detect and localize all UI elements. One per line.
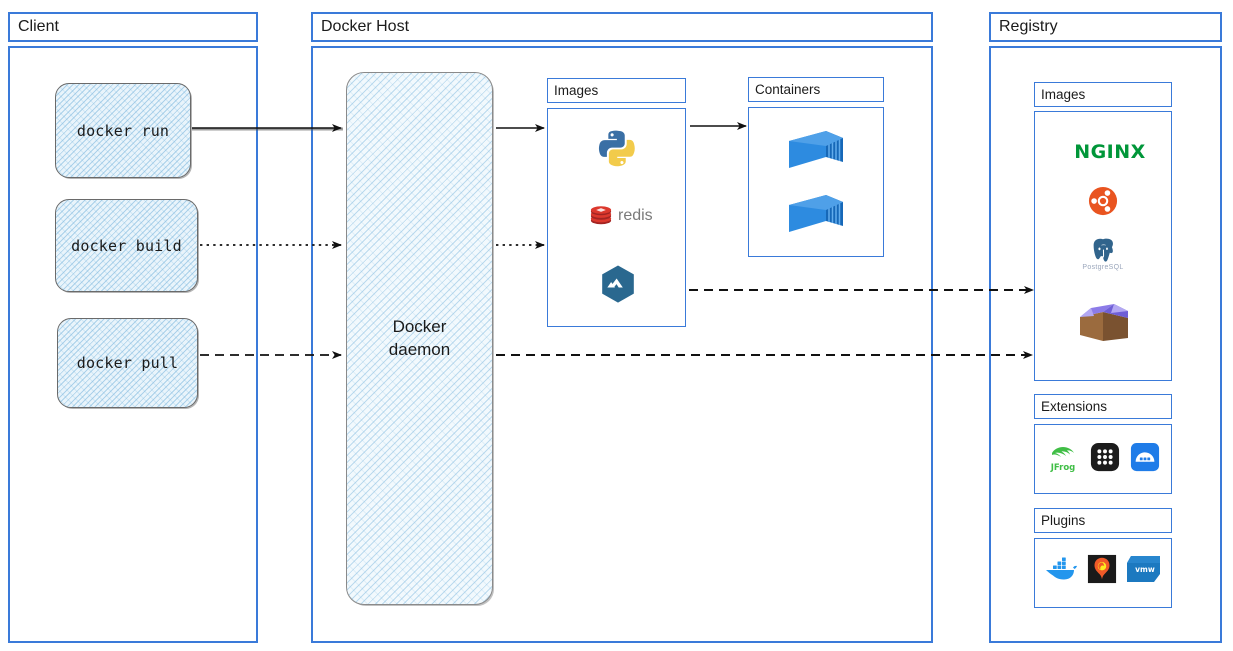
svg-text:vmw: vmw: [1135, 565, 1155, 574]
command-label-docker-pull: docker pull: [76, 354, 179, 372]
svg-text:JFrog: JFrog: [1050, 463, 1076, 473]
docker-daemon-label-line1: Docker: [392, 316, 447, 336]
panel-title-host-images: Images: [547, 78, 686, 103]
docker-whale-icon: [1042, 553, 1080, 587]
lane-title-docker-host: Docker Host: [311, 12, 933, 42]
grid-apps-icon: [1089, 441, 1121, 473]
lane-title-client-label: Client: [18, 18, 59, 35]
redis-label: redis: [618, 207, 653, 224]
panel-title-plugins: Plugins: [1034, 508, 1172, 533]
lane-title-registry-label: Registry: [999, 18, 1058, 35]
ubuntu-icon: [1086, 184, 1120, 218]
jfrog-icon: JFrog: [1045, 441, 1081, 477]
open-box-icon: [1075, 297, 1133, 347]
postgresql-label: PostgreSQL: [1082, 264, 1124, 271]
shipping-container-icon: [786, 127, 846, 175]
nginx-label: NGINX: [1074, 141, 1146, 163]
panel-title-containers: Containers: [748, 77, 884, 102]
nginx-icon: NGINX: [1070, 141, 1150, 163]
docker-daemon-box[interactable]: Docker daemon: [346, 72, 493, 605]
lane-title-client: Client: [8, 12, 258, 42]
panel-title-containers-label: Containers: [755, 81, 821, 97]
command-box-docker-build[interactable]: docker build: [55, 199, 198, 292]
vmware-icon: vmw: [1124, 553, 1164, 585]
grafana-icon: [1086, 553, 1118, 585]
command-box-docker-pull[interactable]: docker pull: [57, 318, 198, 408]
postgresql-icon: PostgreSQL: [1078, 235, 1128, 279]
docker-daemon-label-line2: daemon: [388, 339, 451, 359]
panel-title-plugins-label: Plugins: [1041, 512, 1086, 528]
command-label-docker-run: docker run: [76, 121, 170, 140]
command-label-docker-build: docker build: [71, 236, 182, 255]
panel-title-extensions: Extensions: [1034, 394, 1172, 419]
panel-body-containers: [748, 107, 884, 257]
panel-title-extensions-label: Extensions: [1041, 398, 1108, 414]
shipping-container-icon: [786, 191, 846, 239]
panel-title-registry-images-label: Images: [1041, 86, 1086, 102]
redis-icon: redis: [589, 203, 689, 229]
panel-title-host-images-label: Images: [554, 82, 599, 98]
lane-title-registry: Registry: [989, 12, 1222, 42]
panel-title-registry-images: Images: [1034, 82, 1172, 107]
command-box-docker-run[interactable]: docker run: [55, 83, 191, 178]
lane-title-docker-host-label: Docker Host: [321, 18, 410, 35]
disk-usage-icon: [1129, 441, 1161, 473]
alpine-icon: [595, 261, 641, 307]
python-icon: [594, 126, 640, 172]
